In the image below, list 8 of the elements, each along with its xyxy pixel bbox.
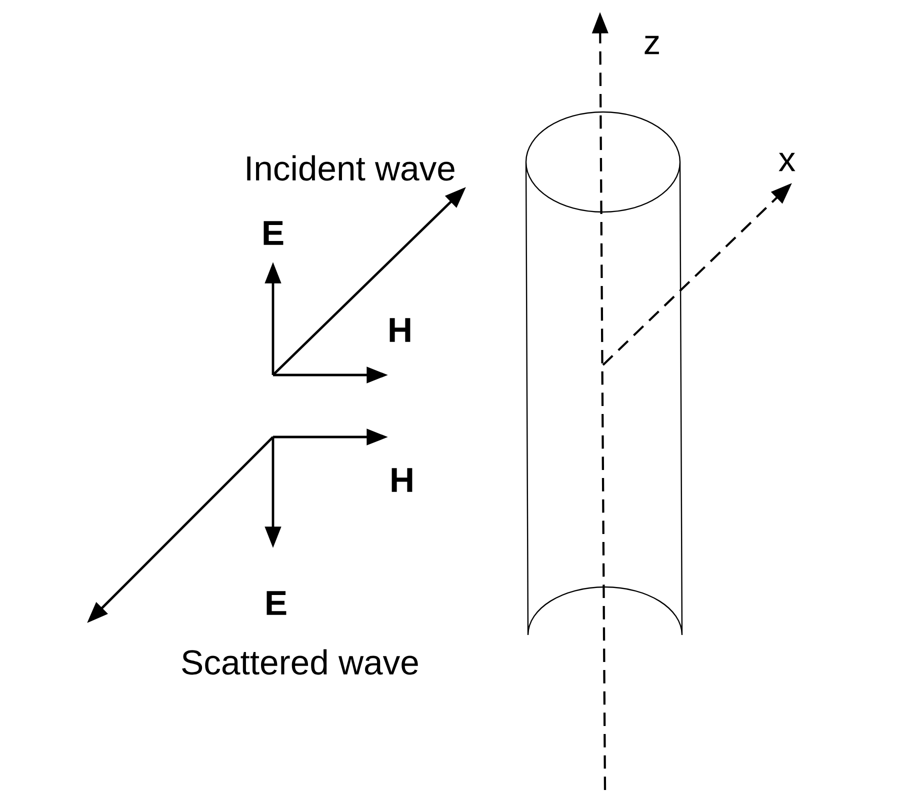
vector-label: H — [390, 318, 410, 342]
axis-label: x — [778, 152, 796, 172]
wave-label: Incident wave — [247, 155, 454, 181]
vector-label: E — [266, 591, 286, 615]
vector-label: H — [392, 468, 412, 492]
wave-label: Scattered wave — [182, 649, 418, 675]
axis-label: z — [644, 36, 659, 54]
vector-label: E — [264, 221, 284, 245]
